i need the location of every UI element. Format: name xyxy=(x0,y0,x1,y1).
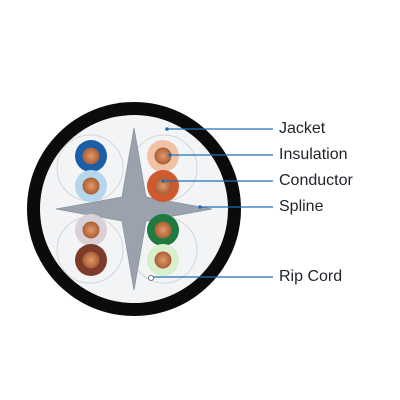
conductor-brown-white xyxy=(82,221,100,239)
pair-orange xyxy=(147,140,179,202)
label-insulation: Insulation xyxy=(279,146,348,163)
conductor-green-white xyxy=(154,251,172,269)
pair-green xyxy=(147,214,179,276)
label-jacket: Jacket xyxy=(279,120,326,137)
conductor-orange xyxy=(154,177,172,195)
conductor-orange-white xyxy=(154,147,172,165)
pair-brown xyxy=(75,214,107,276)
label-rip-cord: Rip Cord xyxy=(279,268,343,285)
conductor-brown xyxy=(82,251,100,269)
rip-cord xyxy=(148,275,154,281)
label-spline: Spline xyxy=(279,198,324,215)
conductor-blue xyxy=(82,147,100,165)
label-conductor: Conductor xyxy=(279,172,353,189)
conductor-green xyxy=(154,221,172,239)
pair-blue xyxy=(75,140,107,202)
leader-lines xyxy=(153,127,273,278)
conductor-blue-white xyxy=(82,177,100,195)
